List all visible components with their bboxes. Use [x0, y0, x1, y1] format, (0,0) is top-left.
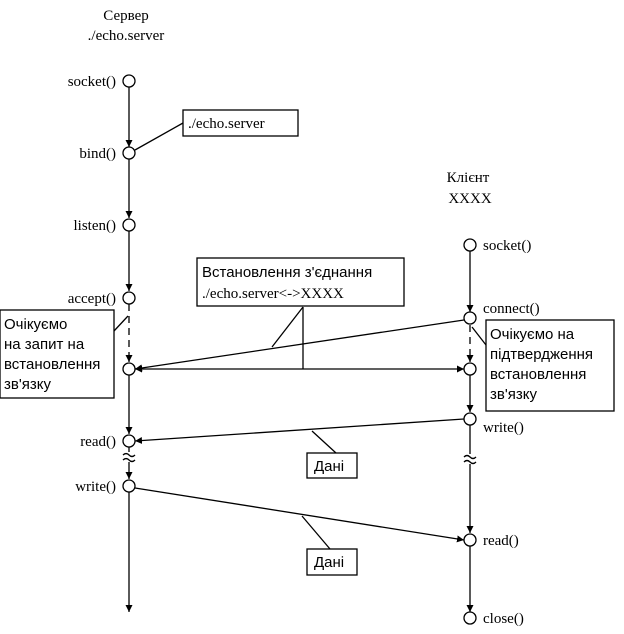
bind-address-box — [182, 109, 299, 137]
client-close-node — [463, 611, 477, 625]
server-lifeline — [122, 87, 136, 612]
client-connect-node — [463, 311, 477, 325]
data-label-1: Дані — [314, 458, 344, 475]
connection-label-box — [196, 257, 405, 307]
client-socket-node — [463, 238, 477, 252]
client-read-label: read() — [483, 533, 519, 549]
client-write-label: write() — [483, 420, 524, 436]
server-socket-node — [122, 74, 136, 88]
server-note-leader — [113, 315, 129, 332]
server-title: Сервер — [103, 8, 149, 24]
client-write-node — [463, 412, 477, 426]
server-bind-node — [122, 146, 136, 160]
client-read-node — [463, 533, 477, 547]
server-bind-label: bind() — [79, 146, 116, 162]
bind-address-label: ./echo.server — [188, 116, 265, 132]
client-socket-label: socket() — [483, 238, 531, 254]
server-read-label: read() — [80, 434, 116, 450]
client-waiting-note-line-2: підтвердження — [490, 346, 593, 363]
connection-label-leader-2 — [271, 306, 304, 348]
client-title: Клієнт — [447, 170, 490, 186]
client-note-leader — [471, 326, 487, 346]
server-write-node — [122, 479, 136, 493]
data-label-2-leader — [301, 515, 331, 550]
bind-callout-leader — [134, 122, 184, 151]
connection-label-line-2: ./echo.server<->XXXX — [202, 286, 344, 302]
client-connected-node — [463, 362, 477, 376]
server-waiting-note-line-2: на запит на — [4, 336, 85, 353]
server-listen-label: listen() — [74, 218, 117, 234]
server-connected-node — [122, 362, 136, 376]
client-to-server-data-arrow — [134, 418, 465, 445]
server-waiting-note-box — [0, 309, 115, 399]
client-lifeline — [463, 251, 477, 612]
client-waiting-note-line-4: зв'язку — [490, 386, 537, 403]
connect-request-arrow — [134, 319, 465, 372]
server-to-client-data-arrow — [134, 487, 465, 543]
server-read-node — [122, 434, 136, 448]
server-accept-node — [122, 291, 136, 305]
data-label-2: Дані — [314, 554, 344, 571]
server-listen-node — [122, 218, 136, 232]
client-connect-label: connect() — [483, 301, 540, 317]
server-socket-label: socket() — [68, 74, 116, 90]
server-waiting-note-line-1: Очікуємо — [4, 316, 67, 333]
connection-label-line-1: Встановлення з'єднання — [202, 264, 372, 281]
data-label-1-leader — [311, 430, 337, 454]
client-waiting-note-line-1: Очікуємо на — [490, 326, 575, 343]
server-accept-label: accept() — [68, 291, 116, 307]
server-subtitle: ./echo.server — [88, 28, 165, 44]
server-waiting-note-line-3: встановлення — [4, 356, 100, 373]
client-close-label: close() — [483, 611, 524, 627]
server-write-label: write() — [75, 479, 116, 495]
server-waiting-note-line-4: зв'язку — [4, 376, 51, 393]
client-waiting-note-box — [485, 319, 615, 412]
client-subtitle: XXXX — [448, 191, 491, 207]
client-waiting-note-line-3: встановлення — [490, 366, 586, 383]
data-label-2-box — [306, 548, 358, 576]
data-label-1-box — [306, 452, 358, 479]
